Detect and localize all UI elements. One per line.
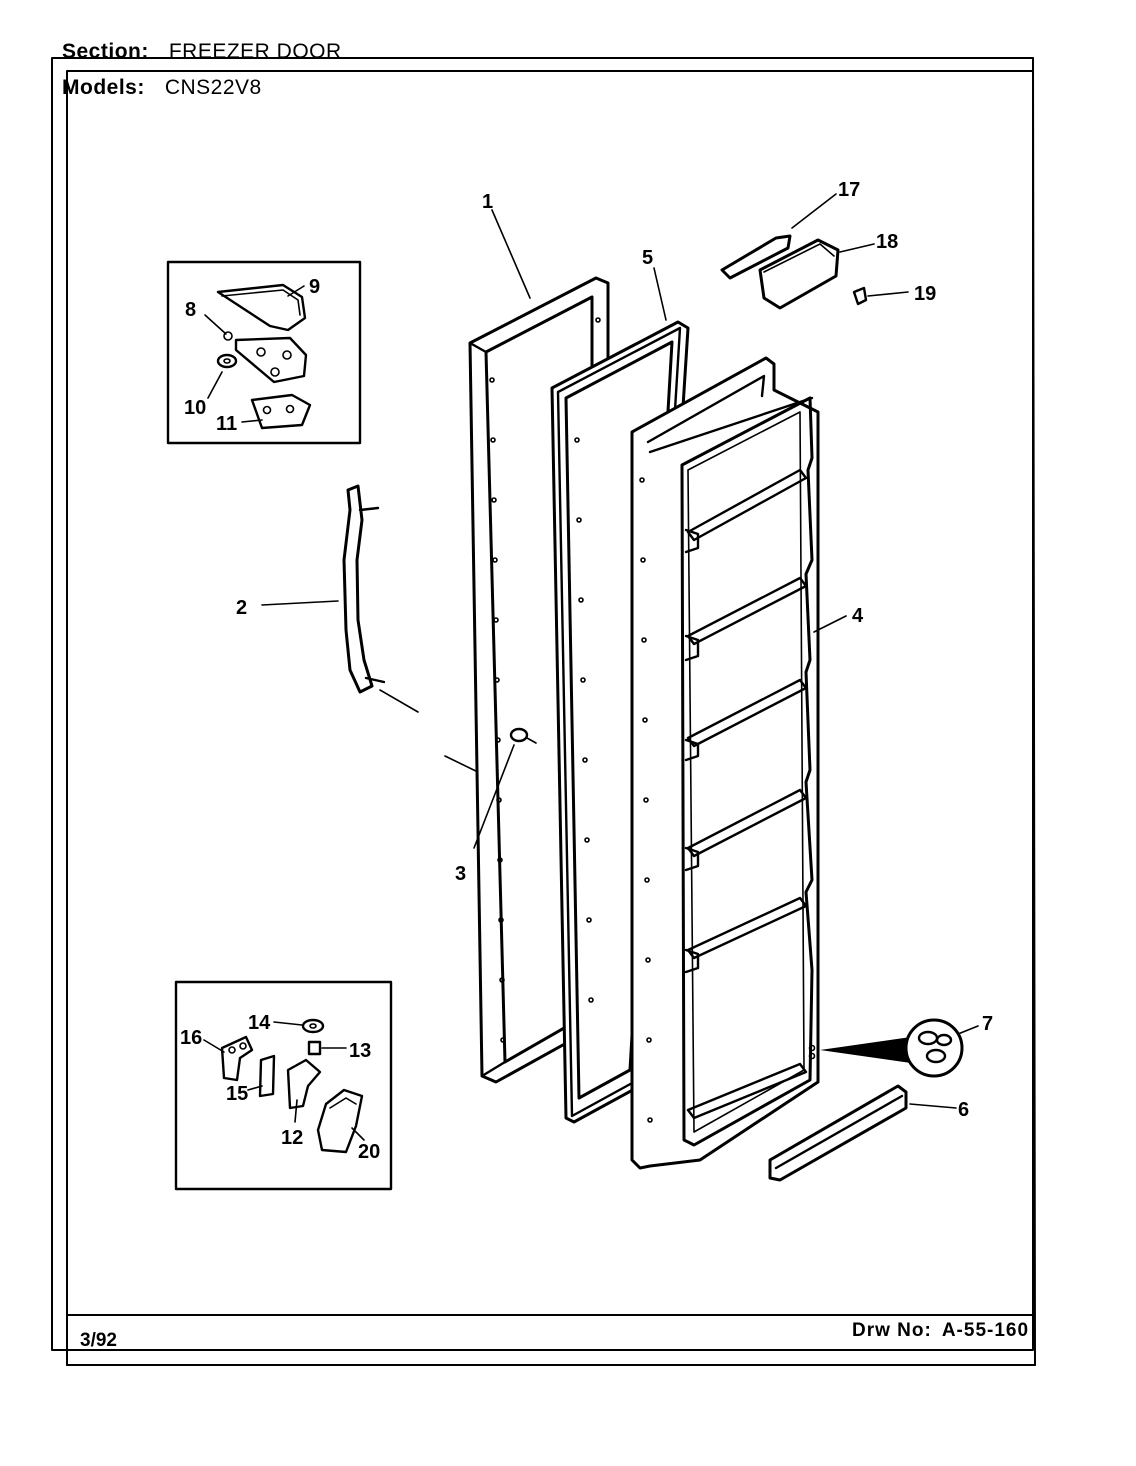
callout-9: 9 xyxy=(309,276,320,298)
callout-11: 11 xyxy=(216,413,237,435)
bottom-hinge-inset xyxy=(174,980,393,1191)
hinge-cover-part xyxy=(216,283,307,332)
callout-12: 12 xyxy=(281,1127,303,1149)
models-header: Models: CNS22V8 xyxy=(62,76,262,100)
callout-1: 1 xyxy=(482,191,493,213)
callout-18: 18 xyxy=(876,231,898,253)
callout-6: 6 xyxy=(958,1099,969,1121)
callout-14: 14 xyxy=(248,1012,271,1034)
callout-3: 3 xyxy=(455,863,466,885)
callout-17: 17 xyxy=(838,179,860,201)
callout-20: 20 xyxy=(358,1141,380,1163)
callout-19: 19 xyxy=(914,283,936,305)
drawing-label: Drw No: xyxy=(852,1320,932,1341)
drawing-number-value: A-55-160 xyxy=(941,1320,1030,1341)
callout-2: 2 xyxy=(236,597,247,619)
callout-5: 5 xyxy=(642,247,653,269)
callout-10: 10 xyxy=(184,397,206,419)
clip-detail-part xyxy=(820,1018,964,1078)
callout-4: 4 xyxy=(852,605,864,627)
inner-door-liner-part xyxy=(630,356,820,1170)
callout-labels: 1 2 3 4 5 6 7 8 9 10 11 12 13 14 15 16 1… xyxy=(180,179,993,1163)
plug-button-part xyxy=(509,727,529,743)
door-handle-part xyxy=(342,484,483,775)
callout-8: 8 xyxy=(185,299,196,321)
callout-13: 13 xyxy=(349,1040,371,1062)
door-rail-part xyxy=(768,1084,908,1182)
drawing-number: Drw No: A-55-160 xyxy=(852,1320,1029,1342)
top-hinge-inset xyxy=(166,260,362,445)
models-value: CNS22V8 xyxy=(164,76,262,99)
models-label: Models: xyxy=(62,76,145,99)
callout-7: 7 xyxy=(982,1013,993,1035)
callout-15: 15 xyxy=(226,1083,248,1105)
door-stop-parts xyxy=(720,234,868,310)
callout-16: 16 xyxy=(180,1027,202,1049)
date-code: 3/92 xyxy=(80,1330,117,1351)
hinge-shim-part xyxy=(250,393,312,430)
hinge-plate-part xyxy=(234,336,308,384)
